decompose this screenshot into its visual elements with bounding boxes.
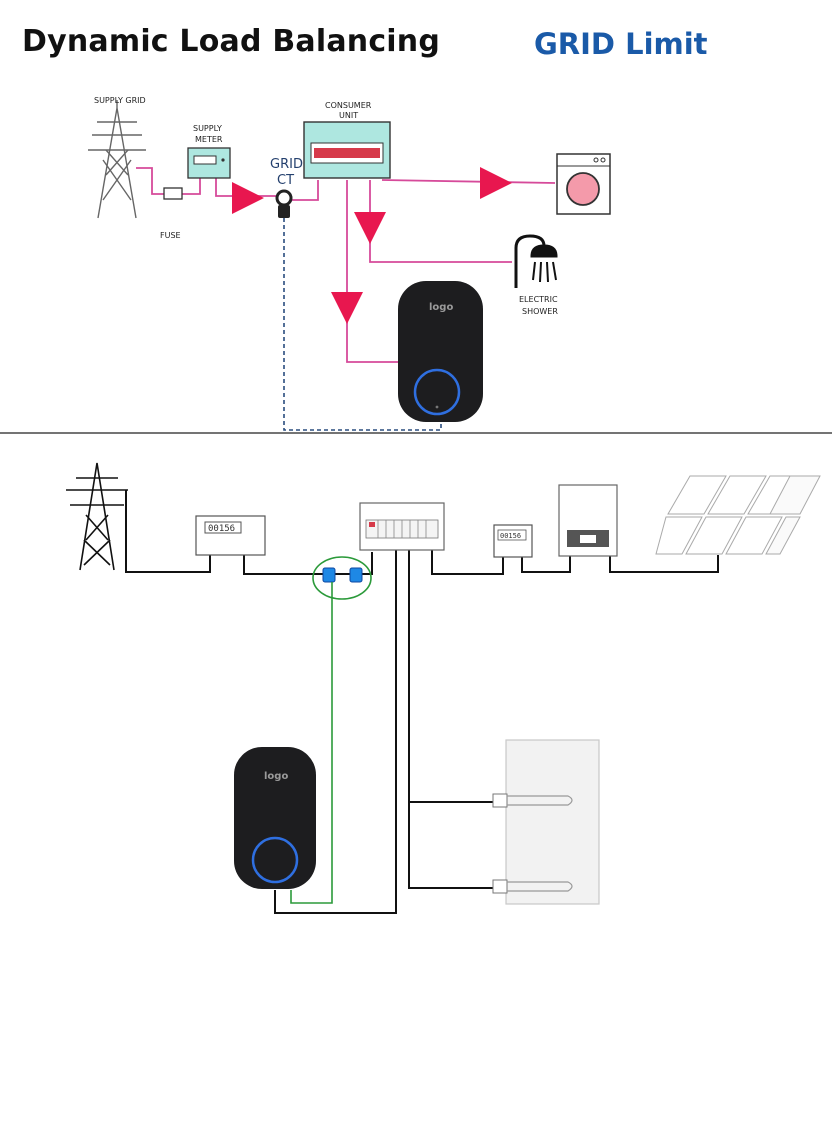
electric-shower-label-2: SHOWER [522, 307, 558, 316]
supply-meter-label-1: SUPPLY [193, 124, 222, 133]
fuse-icon [163, 187, 183, 200]
meter-icon [195, 515, 266, 556]
water-heater-icon [492, 739, 600, 905]
supply-grid-label: SUPPLY GRID [94, 96, 146, 105]
ct-signal-line [283, 218, 442, 431]
ev-charger-icon [234, 747, 316, 889]
supply-meter-label-2: METER [195, 135, 223, 144]
solar-panel-icon [655, 475, 821, 555]
grid-ct-label-1: GRID [270, 157, 303, 172]
meter-icon [187, 147, 231, 179]
charger-logo: logo [429, 302, 453, 313]
top-diagram: SUPPLY GRID FUSE SUPPLY METER GRID CT [88, 96, 611, 431]
ev-charger-icon [398, 281, 483, 422]
pylon-icon [88, 100, 146, 219]
meter-icon [493, 524, 533, 558]
solar-meter-reading: 00156 [500, 532, 521, 540]
consumer-unit-icon [359, 502, 445, 551]
grid-ct-label-2: CT [277, 173, 294, 188]
mode-label: GRID Limit [534, 27, 708, 61]
fuse-label: FUSE [160, 231, 181, 240]
shower-icon [514, 234, 558, 288]
consumer-unit-label-2: UNIT [339, 111, 358, 120]
ct-clamp-icon [275, 189, 293, 218]
pylon-icon [66, 462, 128, 571]
inverter-icon [558, 484, 618, 557]
power-line [136, 167, 556, 363]
ct-signal-line [290, 582, 333, 904]
power-line [125, 490, 719, 914]
ct-clamp-icon [312, 556, 372, 600]
electric-shower-label-1: ELECTRIC [519, 295, 558, 304]
grid-meter-reading: 00156 [208, 524, 235, 534]
charger-logo: logo [264, 771, 288, 782]
bottom-diagram: 00156 00156 [66, 462, 821, 914]
consumer-unit-icon [303, 121, 391, 179]
washing-machine-icon [556, 153, 611, 215]
consumer-unit-label-1: CONSUMER [325, 101, 372, 110]
page-title: Dynamic Load Balancing [22, 24, 441, 59]
